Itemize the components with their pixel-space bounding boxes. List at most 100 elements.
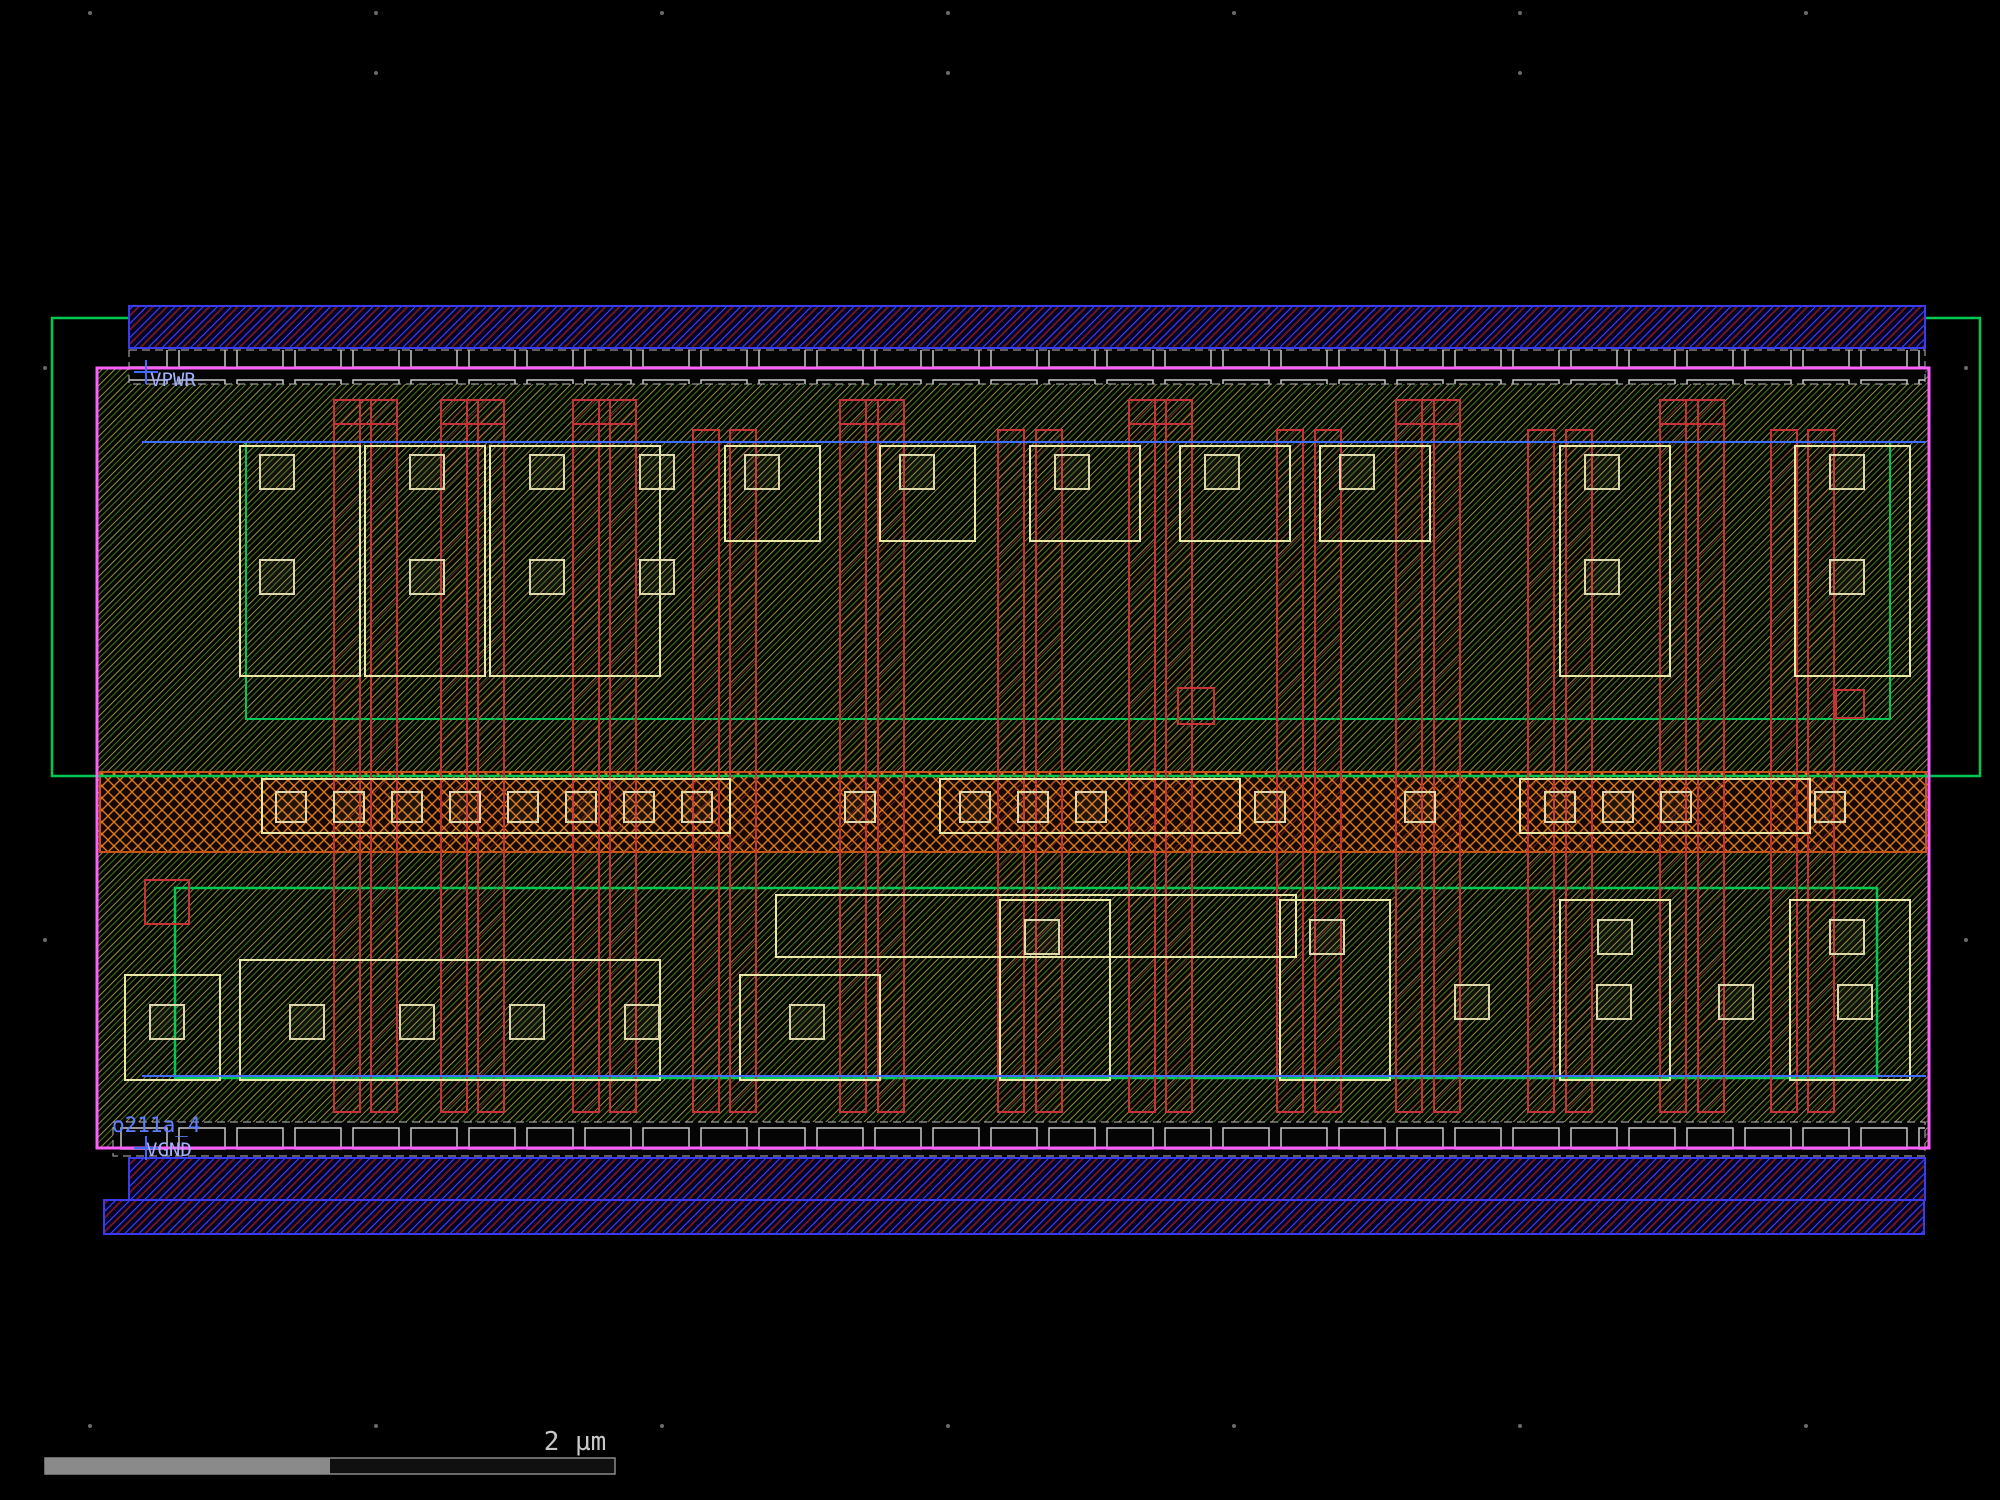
- diff-shape: [939, 778, 1241, 834]
- contact-cut: [844, 791, 876, 823]
- grid-dot: [374, 11, 378, 15]
- poly-shape: [1565, 429, 1593, 1113]
- grid-dot: [1518, 1424, 1522, 1428]
- contact-cut: [1829, 919, 1865, 955]
- contact-cut: [1454, 984, 1490, 1020]
- redbox-shape: [1177, 687, 1215, 725]
- diff-shape: [999, 899, 1111, 1081]
- grid-dot: [660, 11, 664, 15]
- poly-shape: [440, 399, 468, 1113]
- boundary-shape: [95, 366, 1931, 1150]
- contact-cut: [1814, 791, 1846, 823]
- contact-cut: [1837, 984, 1873, 1020]
- poly-shape: [839, 399, 867, 1113]
- grid-dot: [1804, 1424, 1808, 1428]
- contact-cut: [449, 791, 481, 823]
- diff-shape: [364, 445, 486, 677]
- contact-cut: [529, 559, 565, 595]
- diff-shape: [261, 778, 731, 834]
- contact-cut: [1584, 559, 1620, 595]
- contact-cut: [1718, 984, 1754, 1020]
- contact-cut: [1054, 454, 1090, 490]
- poly-shape: [609, 399, 637, 1113]
- poly-shape: [1527, 429, 1555, 1113]
- contact-cut: [409, 454, 445, 490]
- poly-shape: [1697, 399, 1725, 1113]
- contact-cut: [1602, 791, 1634, 823]
- poly-shape: [1770, 429, 1798, 1113]
- contact-cut: [1017, 791, 1049, 823]
- redbox-shape: [1835, 689, 1865, 719]
- contact-cut: [565, 791, 597, 823]
- poly-shape: [692, 429, 720, 1113]
- contact-cut: [681, 791, 713, 823]
- contact-cut: [259, 559, 295, 595]
- poly-shape: [1659, 399, 1687, 1113]
- diff-shape: [124, 974, 221, 1081]
- contact-cut: [1075, 791, 1107, 823]
- grid-dot: [88, 11, 92, 15]
- poly-shape: [1035, 429, 1063, 1113]
- contact-cut: [639, 454, 675, 490]
- grid-dot: [946, 71, 950, 75]
- contact-cut: [409, 559, 445, 595]
- contact-cut: [275, 791, 307, 823]
- grid-dot: [660, 1424, 664, 1428]
- grid-dot: [946, 11, 950, 15]
- contact-cut: [289, 1004, 325, 1040]
- grid-dot: [1232, 1424, 1236, 1428]
- grid-dot: [1232, 11, 1236, 15]
- poly-shape: [729, 429, 757, 1113]
- contact-cut: [1204, 454, 1240, 490]
- met1-shape: [128, 305, 1926, 349]
- contact-cut: [333, 791, 365, 823]
- grid-dot: [1964, 938, 1968, 942]
- contact-cut: [149, 1004, 185, 1040]
- grid-dot: [374, 71, 378, 75]
- poly-shape: [1395, 399, 1423, 1113]
- diff-shape: [879, 445, 976, 542]
- diff-shape: [775, 894, 1297, 958]
- diff-shape: [1029, 445, 1141, 542]
- poly-shape: [572, 399, 600, 1113]
- contact-cut: [1584, 454, 1620, 490]
- contact-cut: [789, 1004, 825, 1040]
- nwell-shape: [173, 886, 1879, 1080]
- poly-shape: [997, 429, 1025, 1113]
- contact-cut: [1829, 454, 1865, 490]
- diff-shape: [239, 445, 361, 677]
- poly-shape: [877, 399, 905, 1113]
- contact-cut: [899, 454, 935, 490]
- grid-dot: [1964, 366, 1968, 370]
- grid-dot: [43, 938, 47, 942]
- contact-cut: [1404, 791, 1436, 823]
- contact-cut: [1829, 559, 1865, 595]
- contact-cut: [959, 791, 991, 823]
- net-label-vpwr: VPWR: [150, 369, 196, 391]
- cell-name-label: o211a_4: [112, 1113, 201, 1137]
- diff-shape: [724, 445, 821, 542]
- scale-bar-label: 2 µm: [544, 1427, 607, 1457]
- poly-shape: [333, 399, 361, 1113]
- diff-shape: [1789, 899, 1911, 1081]
- poly-shape: [1128, 399, 1156, 1113]
- poly-shape: [1433, 399, 1461, 1113]
- diff-shape: [1319, 445, 1431, 542]
- diff-shape: [739, 974, 881, 1081]
- contact-cut: [623, 791, 655, 823]
- met1-shape: [128, 1157, 1926, 1201]
- grid-dot: [88, 1424, 92, 1428]
- grid-dot: [1518, 11, 1522, 15]
- brickrow-shape: [112, 1121, 1926, 1157]
- diff-shape: [1179, 445, 1291, 542]
- contact-cut: [259, 454, 295, 490]
- diff-shape: [1519, 778, 1811, 834]
- net-label-vgnd: VGND: [146, 1139, 192, 1161]
- contact-cut: [1339, 454, 1375, 490]
- contact-cut: [1660, 791, 1692, 823]
- contact-cut: [1309, 919, 1345, 955]
- grid-dot: [946, 1424, 950, 1428]
- diff-shape: [1559, 445, 1671, 677]
- layout-labels: VPWR o211a_4 VGND 2 µm: [112, 369, 606, 1457]
